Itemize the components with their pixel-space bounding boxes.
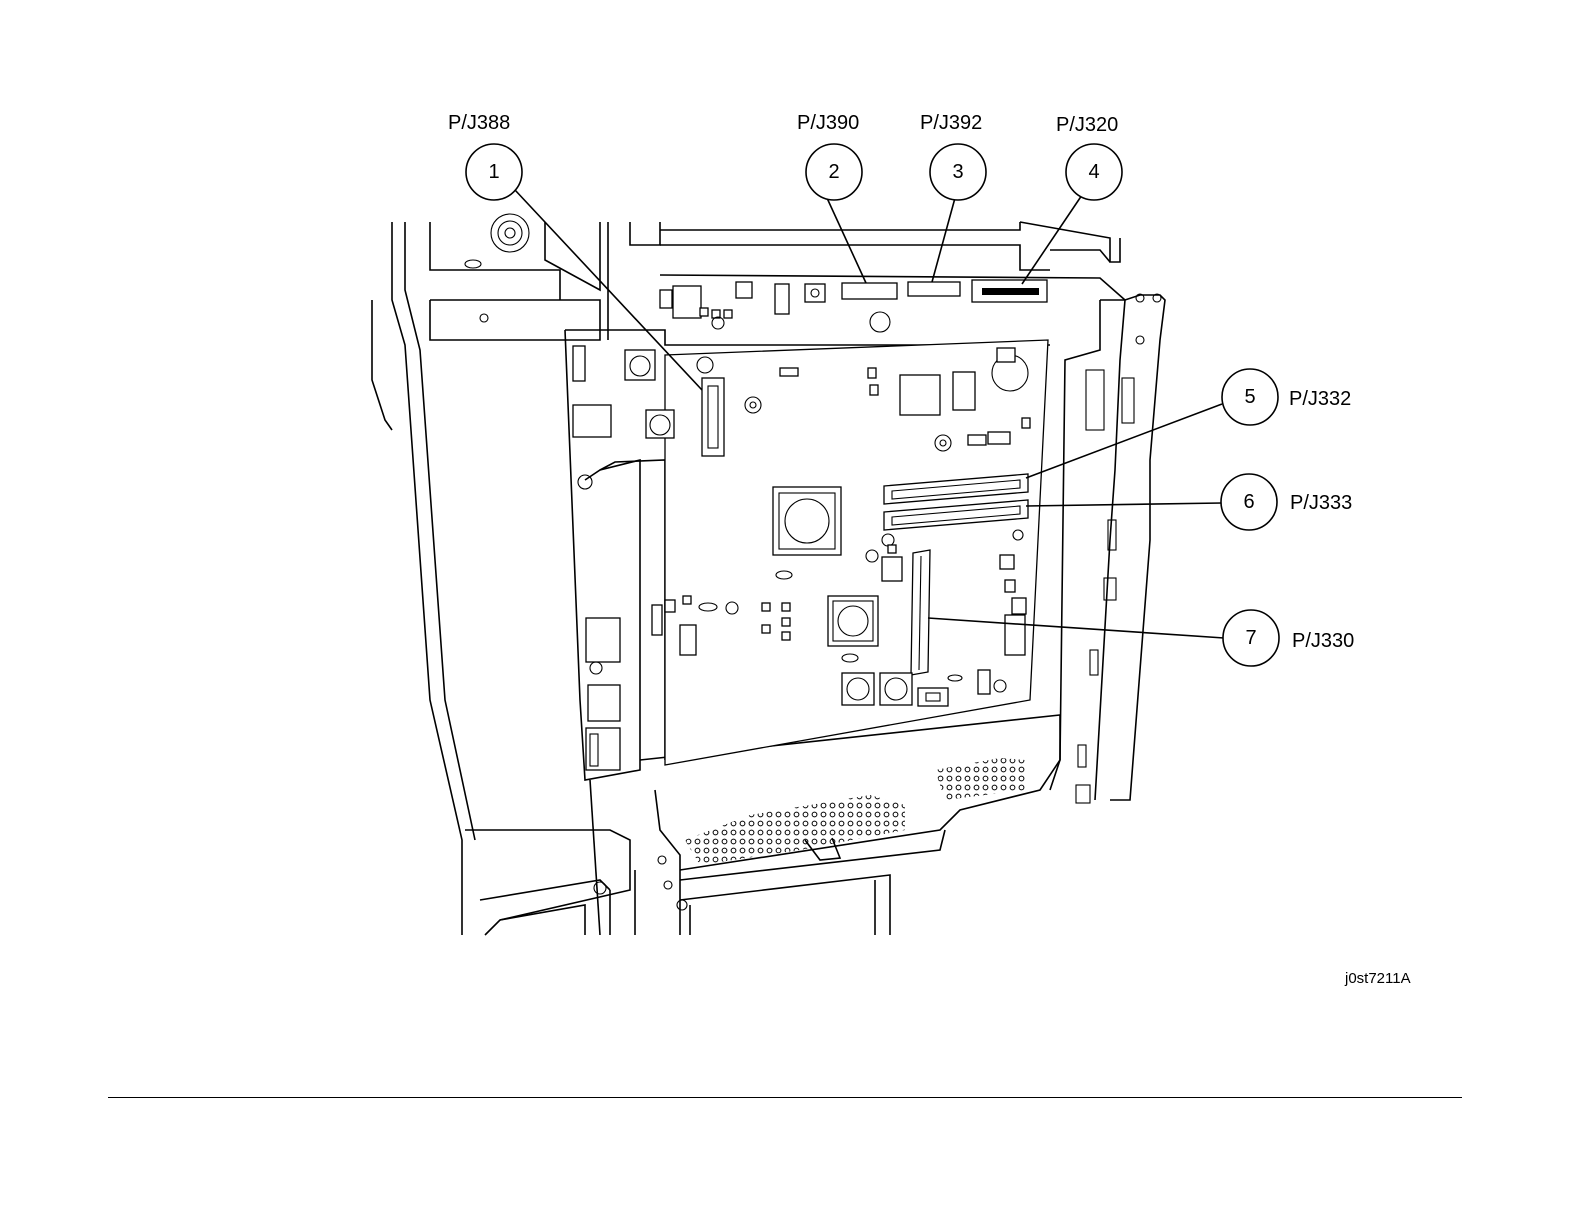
callout-5: 5 P/J332: [1222, 369, 1351, 425]
connector-pj390: [842, 283, 897, 299]
callout-label: P/J330: [1292, 630, 1354, 652]
callout-number: 5: [1244, 386, 1255, 408]
callout-1: 1 P/J388: [448, 112, 522, 200]
callout-number: 7: [1245, 627, 1256, 649]
callout-label: P/J320: [1056, 114, 1118, 136]
connector-pj392: [908, 282, 960, 296]
callout-label: P/J392: [920, 112, 982, 134]
callout-6: 6 P/J333: [1221, 474, 1352, 530]
callout-label: P/J333: [1290, 492, 1352, 514]
figure-id: j0st7211A: [1344, 970, 1411, 987]
callout-7: 7 P/J330: [1223, 610, 1354, 666]
callout-label: P/J390: [797, 112, 859, 134]
connector-pj388: [702, 378, 724, 456]
circuit-board: [573, 280, 1048, 770]
callout-number: 1: [488, 161, 499, 183]
callout-number: 2: [828, 161, 839, 183]
callout-3: 3 P/J392: [920, 112, 986, 200]
callout-number: 3: [952, 161, 963, 183]
footer-rule: [108, 1097, 1462, 1098]
callout-number: 6: [1243, 491, 1254, 513]
callout-4: 4 P/J320: [1056, 114, 1122, 200]
callout-label: P/J332: [1289, 388, 1351, 410]
callout-label: P/J388: [448, 112, 510, 134]
callout-2: 2 P/J390: [797, 112, 862, 200]
callout-number: 4: [1088, 161, 1099, 183]
